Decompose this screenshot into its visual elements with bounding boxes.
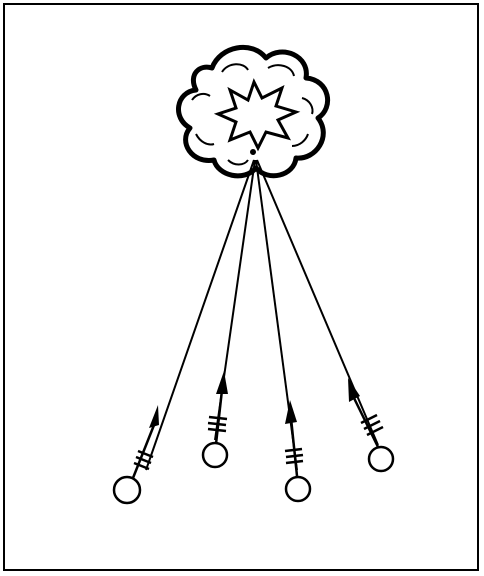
arrowhead-icon [348, 378, 360, 402]
circle-node-icon [112, 475, 142, 505]
node-2 [201, 371, 229, 469]
node-3 [284, 400, 312, 503]
arrowhead-icon [149, 405, 159, 428]
circle-node-icon [367, 445, 395, 473]
explosion-cloud-icon [176, 45, 330, 179]
arrowhead-icon [216, 371, 228, 394]
connection-line-4 [256, 159, 379, 446]
circle-node-icon [284, 475, 312, 503]
node-1 [112, 405, 159, 505]
node-4 [348, 378, 395, 473]
arrowhead-icon [285, 400, 297, 424]
connection-line-1 [145, 159, 255, 471]
circle-node-icon [201, 441, 229, 469]
